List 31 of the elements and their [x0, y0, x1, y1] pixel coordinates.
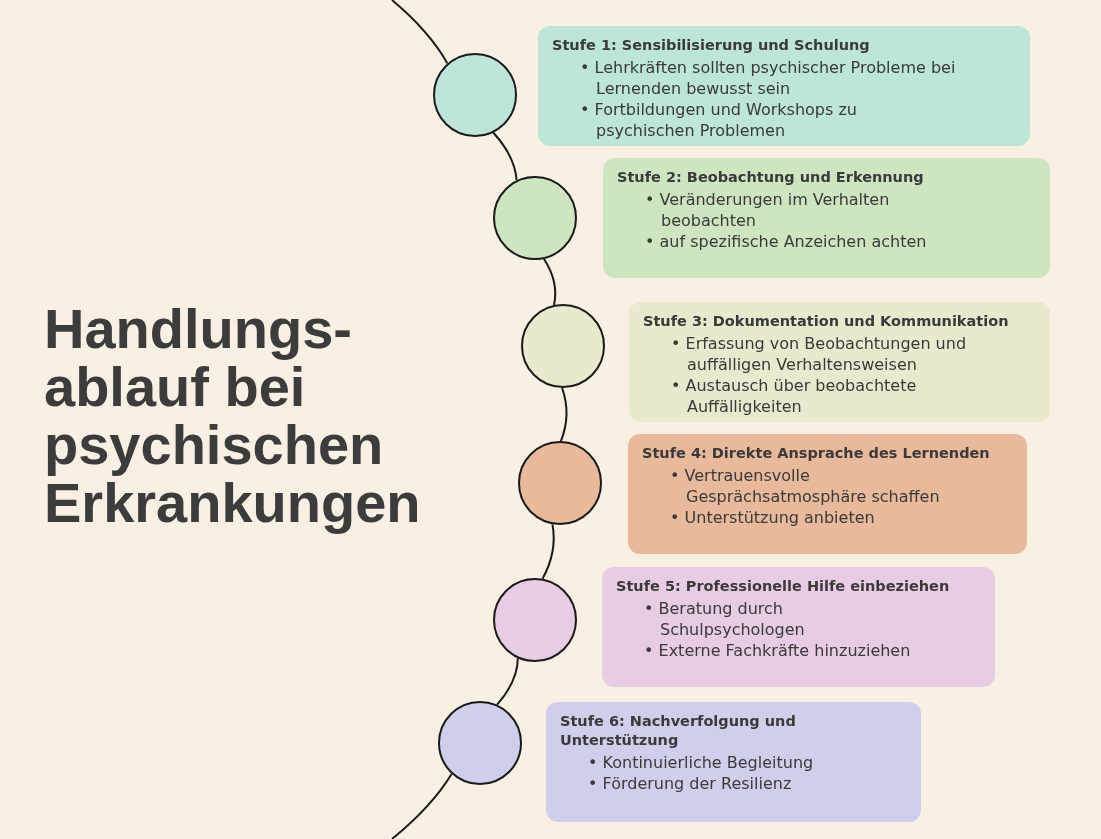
- stage-card: [602, 567, 995, 687]
- stage-card: [628, 434, 1027, 554]
- bullet-item: • Fortbildungen und Workshops zu psychischen Problemen: [580, 99, 858, 141]
- bullet-item: • Austausch über beobachtete Auffälligkeiten: [671, 375, 918, 417]
- stage-card: [603, 158, 1050, 278]
- bullet-item: • Förderung der Resilienz: [588, 773, 793, 794]
- stage-heading: Stufe 5: Professionelle Hilfe einbeziehen: [616, 577, 951, 596]
- bullet-item: • Kontinuierliche Begleitung: [588, 752, 815, 773]
- bullet-item: • Vertrauensvolle Gesprächsatmosphäre schaffen: [670, 465, 941, 507]
- bullet-item: • auf spezifische Anzeichen achten: [645, 231, 928, 252]
- connector-line: [496, 657, 519, 706]
- stage-heading: Stufe 1: Sensibilisierung und Schulung: [552, 36, 871, 55]
- connector-line: [541, 523, 555, 580]
- connector-line: [559, 387, 568, 442]
- bullet-item: • Unterstützung anbieten: [670, 507, 876, 528]
- stage-card: [538, 26, 1030, 146]
- bullet-item: • Beratung durch Schulpsychologen: [644, 598, 806, 640]
- stage-heading: Stufe 2: Beobachtung und Erkennung: [617, 168, 925, 187]
- connector-line: [391, 0, 449, 65]
- stage-heading: Stufe 6: Nachverfolgung und Unterstützung: [560, 712, 797, 750]
- bullet-item: • Lehrkräften sollten psychischer Probleme bei Lernenden bewusst sein: [580, 57, 956, 99]
- connector-line: [391, 772, 453, 839]
- diagram-title: Handlungs-ablauf bei psychischen Erkrankungen: [44, 300, 422, 532]
- stage-heading: Stufe 3: Dokumentation und Kommunikation: [643, 312, 1010, 331]
- bullet-item: • Veränderungen im Verhalten beobachten: [645, 189, 891, 231]
- bullet-item: • Externe Fachkräfte hinzuziehen: [644, 640, 912, 661]
- bullet-item: • Erfassung von Beobachtungen und auffälligen Verhaltensweisen: [671, 333, 968, 375]
- stage-heading: Stufe 4: Direkte Ansprache des Lernenden: [642, 444, 991, 463]
- stage-card: [546, 702, 921, 822]
- connector-line: [543, 258, 557, 306]
- connector-line: [492, 131, 518, 182]
